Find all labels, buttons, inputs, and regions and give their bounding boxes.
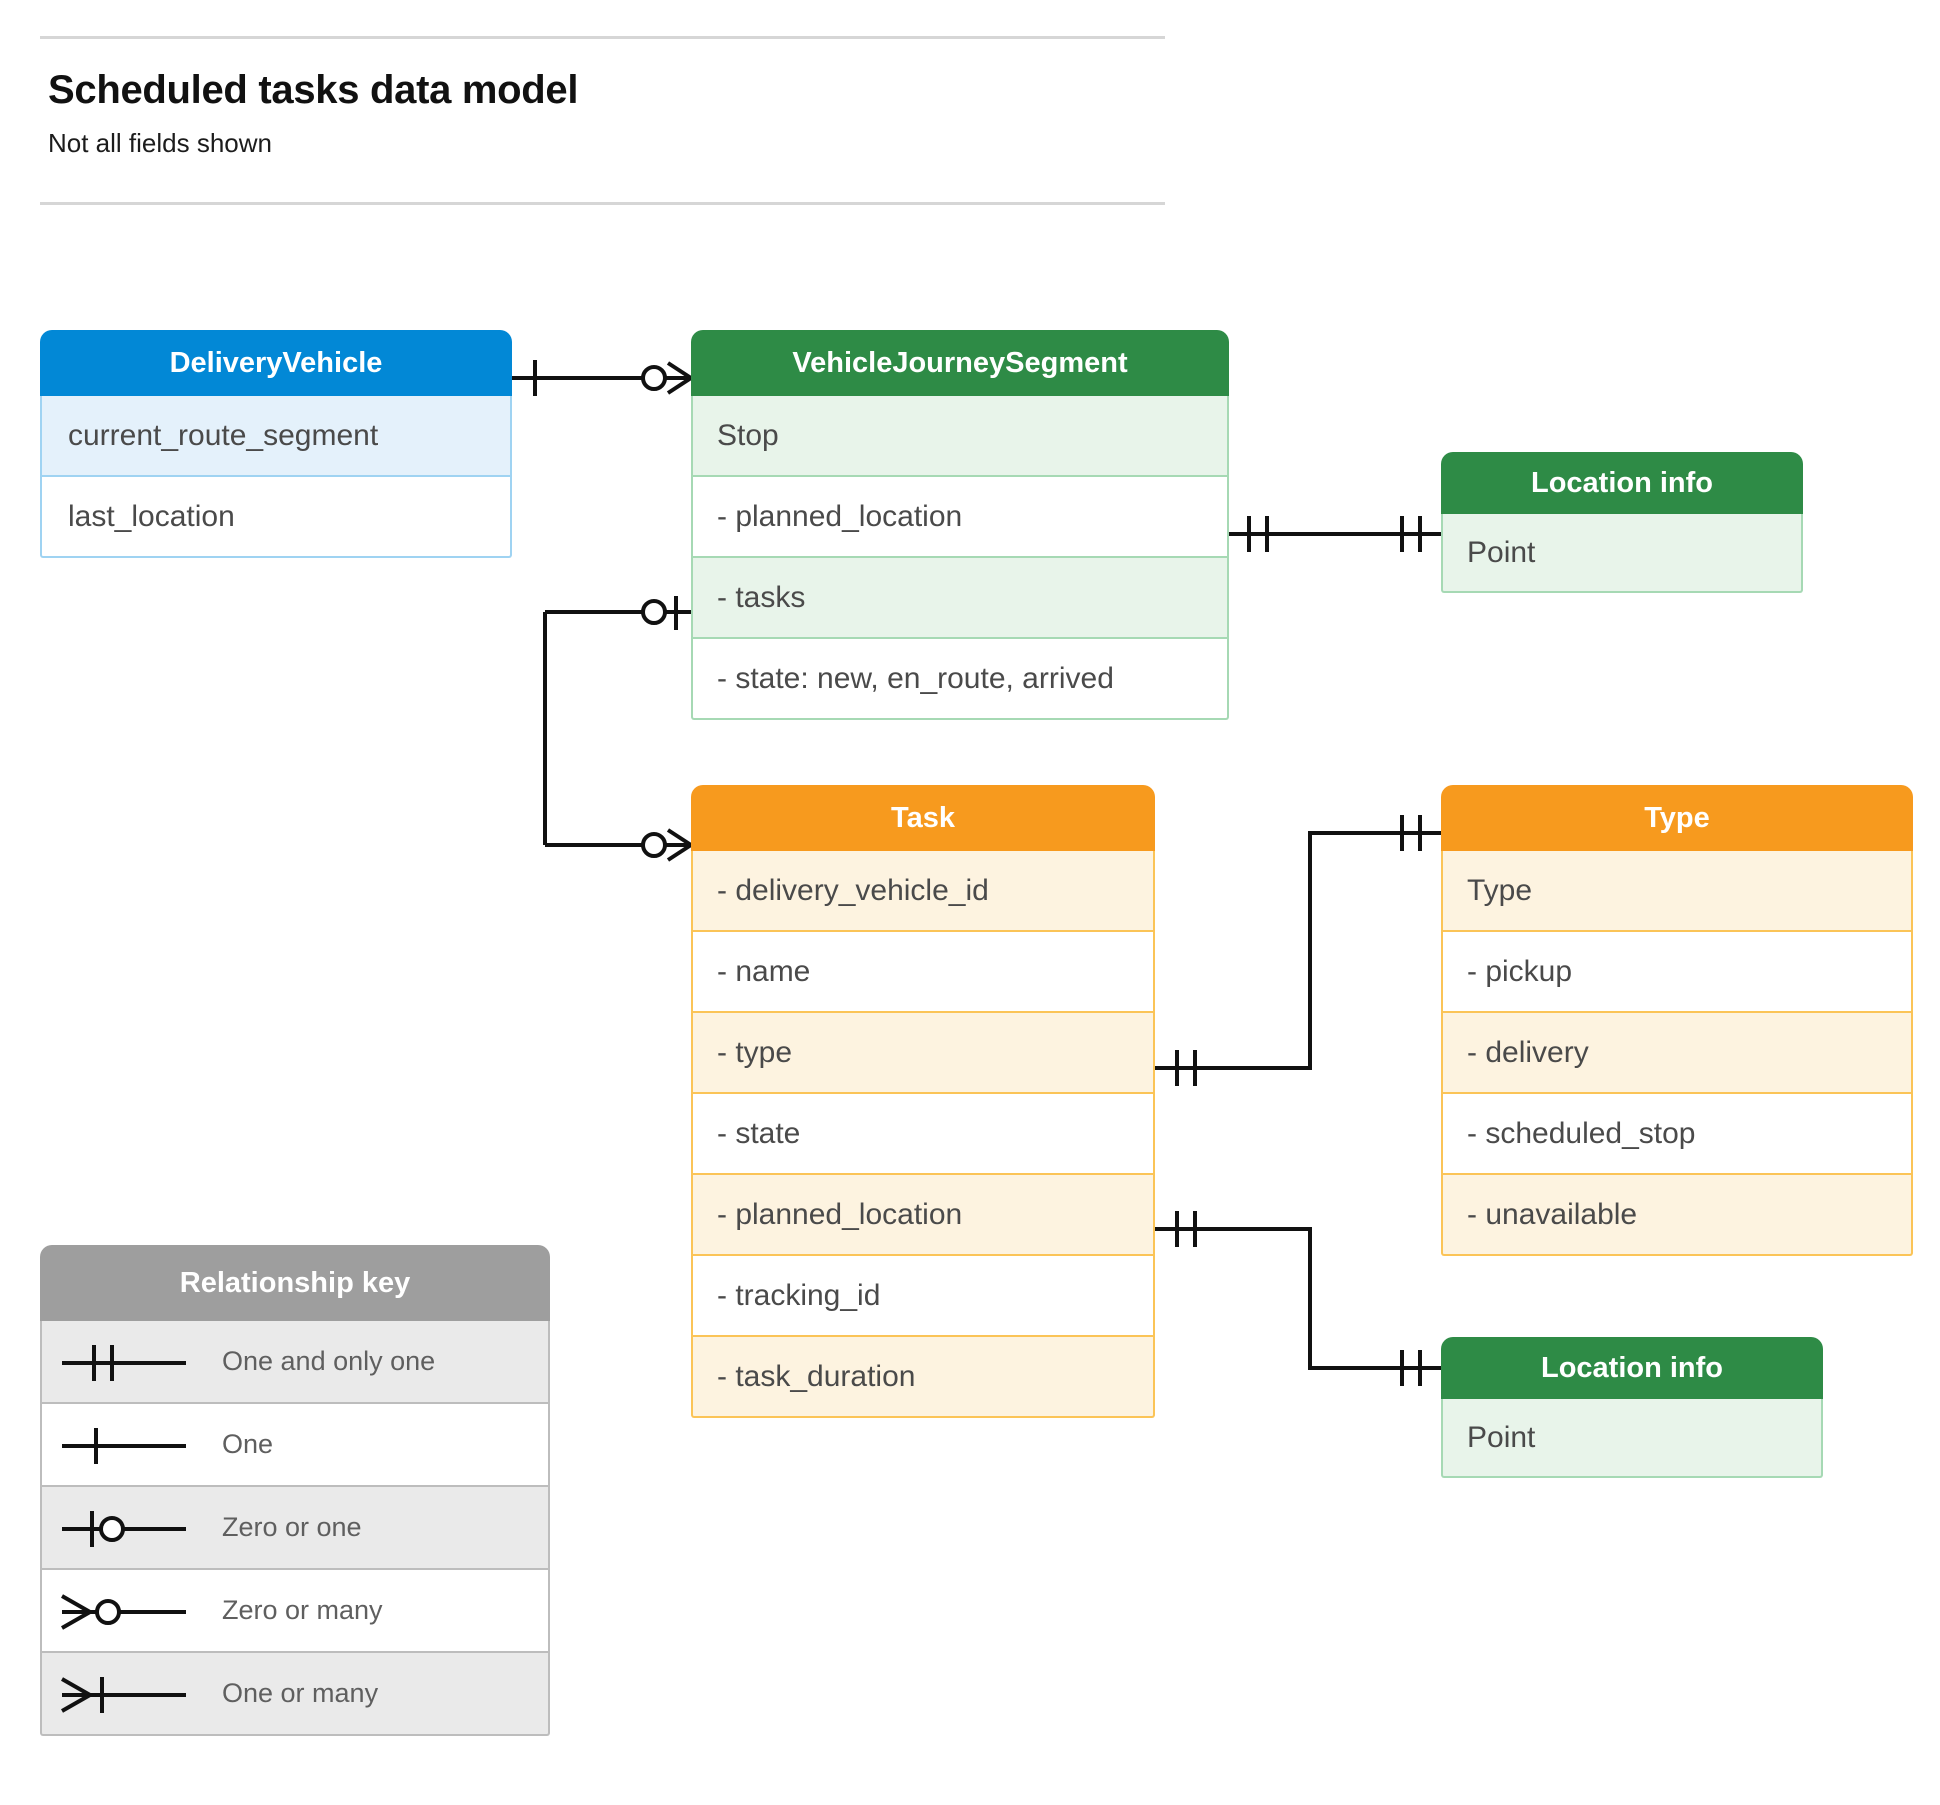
entity-field-row: Point xyxy=(1441,514,1803,593)
zero-or-many-icon xyxy=(56,1570,206,1651)
field-label: - unavailable xyxy=(1467,1197,1638,1231)
entity-field-row: - state xyxy=(691,1094,1155,1175)
entity-header-delivery-vehicle: DeliveryVehicle xyxy=(40,330,512,396)
entity-task[interactable]: Task - delivery_vehicle_id - name - type… xyxy=(691,785,1155,1418)
legend-item-label: Zero or one xyxy=(222,1512,362,1542)
legend-item-one-or-many: One or many xyxy=(40,1653,550,1736)
entity-header-vehicle-journey-segment: VehicleJourneySegment xyxy=(691,330,1229,396)
link-vjs-locationinfo-top xyxy=(1229,516,1441,552)
legend-item-one: One xyxy=(40,1404,550,1487)
entity-field-row: - planned_location xyxy=(691,477,1229,558)
entity-header-location-info-bottom: Location info xyxy=(1441,1337,1823,1399)
field-label: Point xyxy=(1467,535,1536,569)
field-label: - name xyxy=(717,954,811,988)
entity-field-row: Stop xyxy=(691,396,1229,477)
entity-delivery-vehicle[interactable]: DeliveryVehicle current_route_segment la… xyxy=(40,330,512,558)
field-label: current_route_segment xyxy=(68,418,379,452)
field-label: - state: new, en_route, arrived xyxy=(717,661,1114,695)
entity-type[interactable]: Type Type - pickup - delivery - schedule… xyxy=(1441,785,1913,1256)
entity-field-row: - scheduled_stop xyxy=(1441,1094,1913,1175)
bottom-divider xyxy=(40,202,1165,205)
field-label: - delivery xyxy=(1467,1035,1589,1069)
entity-field-row: Point xyxy=(1441,1399,1823,1478)
field-label: Type xyxy=(1467,873,1533,907)
entity-field-row: Type xyxy=(1441,851,1913,932)
field-label: - tracking_id xyxy=(717,1278,881,1312)
entity-field-row: - delivery xyxy=(1441,1013,1913,1094)
field-label: - planned_location xyxy=(717,499,963,533)
entity-field-row: - task_duration xyxy=(691,1337,1155,1418)
field-label: - task_duration xyxy=(717,1359,916,1393)
entity-field-row: - state: new, en_route, arrived xyxy=(691,639,1229,720)
one-icon xyxy=(56,1404,206,1485)
entity-field-row: - unavailable xyxy=(1441,1175,1913,1256)
entity-field-row: last_location xyxy=(40,477,512,558)
entity-field-row: - type xyxy=(691,1013,1155,1094)
legend-item-label: One or many xyxy=(222,1678,379,1708)
field-label: Stop xyxy=(717,418,779,452)
legend-item-label: Zero or many xyxy=(222,1595,383,1625)
legend-title: Relationship key xyxy=(40,1245,550,1321)
field-label: - type xyxy=(717,1035,793,1069)
field-label: - planned_location xyxy=(717,1197,963,1231)
link-vjs-tasks-task xyxy=(543,596,693,862)
legend-item-label: One and only one xyxy=(222,1346,436,1376)
entity-header-location-info-top: Location info xyxy=(1441,452,1803,514)
entity-location-info-top[interactable]: Location info Point xyxy=(1441,452,1803,593)
entity-field-row: - pickup xyxy=(1441,932,1913,1013)
entity-field-row: - planned_location xyxy=(691,1175,1155,1256)
page-title: Scheduled tasks data model xyxy=(48,68,579,112)
legend-item-one-and-only-one: One and only one xyxy=(40,1321,550,1404)
zero-or-one-icon xyxy=(56,1487,206,1568)
entity-vehicle-journey-segment[interactable]: VehicleJourneySegment Stop - planned_loc… xyxy=(691,330,1229,720)
legend-item-zero-or-one: Zero or one xyxy=(40,1487,550,1570)
entity-field-row: - name xyxy=(691,932,1155,1013)
entity-field-row: - delivery_vehicle_id xyxy=(691,851,1155,932)
field-label: - delivery_vehicle_id xyxy=(717,873,989,907)
entity-header-type: Type xyxy=(1441,785,1913,851)
field-label: Point xyxy=(1467,1420,1536,1454)
page-subtitle: Not all fields shown xyxy=(48,128,272,158)
one-or-many-icon xyxy=(56,1653,206,1734)
top-divider xyxy=(40,36,1165,39)
one-and-only-one-icon xyxy=(56,1321,206,1402)
legend-item-zero-or-many: Zero or many xyxy=(40,1570,550,1653)
entity-header-task: Task xyxy=(691,785,1155,851)
link-task-type xyxy=(1155,815,1441,1086)
entity-field-row: - tasks xyxy=(691,558,1229,639)
field-label: - pickup xyxy=(1467,954,1573,988)
relationship-key-legend[interactable]: Relationship key One and only one One xyxy=(40,1245,550,1736)
entity-field-row: - tracking_id xyxy=(691,1256,1155,1337)
entity-location-info-bottom[interactable]: Location info Point xyxy=(1441,1337,1823,1478)
link-task-locationinfo-bottom xyxy=(1155,1211,1441,1386)
field-label: - tasks xyxy=(717,580,806,614)
field-label: - state xyxy=(717,1116,801,1150)
legend-item-label: One xyxy=(222,1429,274,1459)
field-label: last_location xyxy=(68,499,235,533)
link-deliveryvehicle-vehiclejourneysegment xyxy=(512,360,693,396)
field-label: - scheduled_stop xyxy=(1467,1116,1696,1150)
entity-field-row: current_route_segment xyxy=(40,396,512,477)
